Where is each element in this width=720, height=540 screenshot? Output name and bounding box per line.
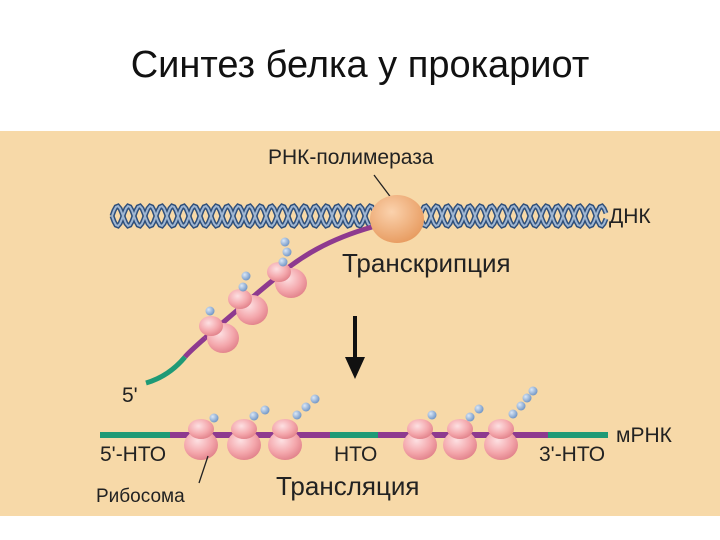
ribosome xyxy=(228,272,268,326)
figure-canvas: РНК-полимераза ДНК Транскрипция 5' мРНК … xyxy=(0,131,720,516)
ribosome xyxy=(484,387,538,461)
mrna-label: мРНК xyxy=(616,424,673,447)
rna-polymerase-pointer xyxy=(374,175,392,199)
ribosome xyxy=(184,414,219,461)
protein-synthesis-figure: РНК-полимераза ДНК Транскрипция 5' мРНК … xyxy=(0,131,720,516)
slide-title: Синтез белка у прокариот xyxy=(0,44,720,87)
dna-label: ДНК xyxy=(609,205,651,228)
process-arrow xyxy=(345,316,365,379)
transcription-label: Транскрипция xyxy=(342,248,511,278)
ribosome-label: Рибосома xyxy=(96,486,185,507)
dna-helix xyxy=(112,206,606,226)
rna-polymerase xyxy=(370,195,424,243)
five-prime-label: 5' xyxy=(122,384,138,407)
ribosome-pointer xyxy=(199,456,208,483)
rna-polymerase-label: РНК-полимераза xyxy=(268,146,434,169)
ribosome xyxy=(268,395,320,461)
ribosome xyxy=(403,411,437,461)
ribosome xyxy=(267,238,307,299)
five-utr-label: 5'-НТО xyxy=(100,443,166,466)
utr-label: НТО xyxy=(334,443,377,466)
three-utr-label: 3'-НТО xyxy=(539,443,605,466)
translation-label: Трансляция xyxy=(276,471,419,501)
transcription-ribosomes xyxy=(199,238,307,354)
